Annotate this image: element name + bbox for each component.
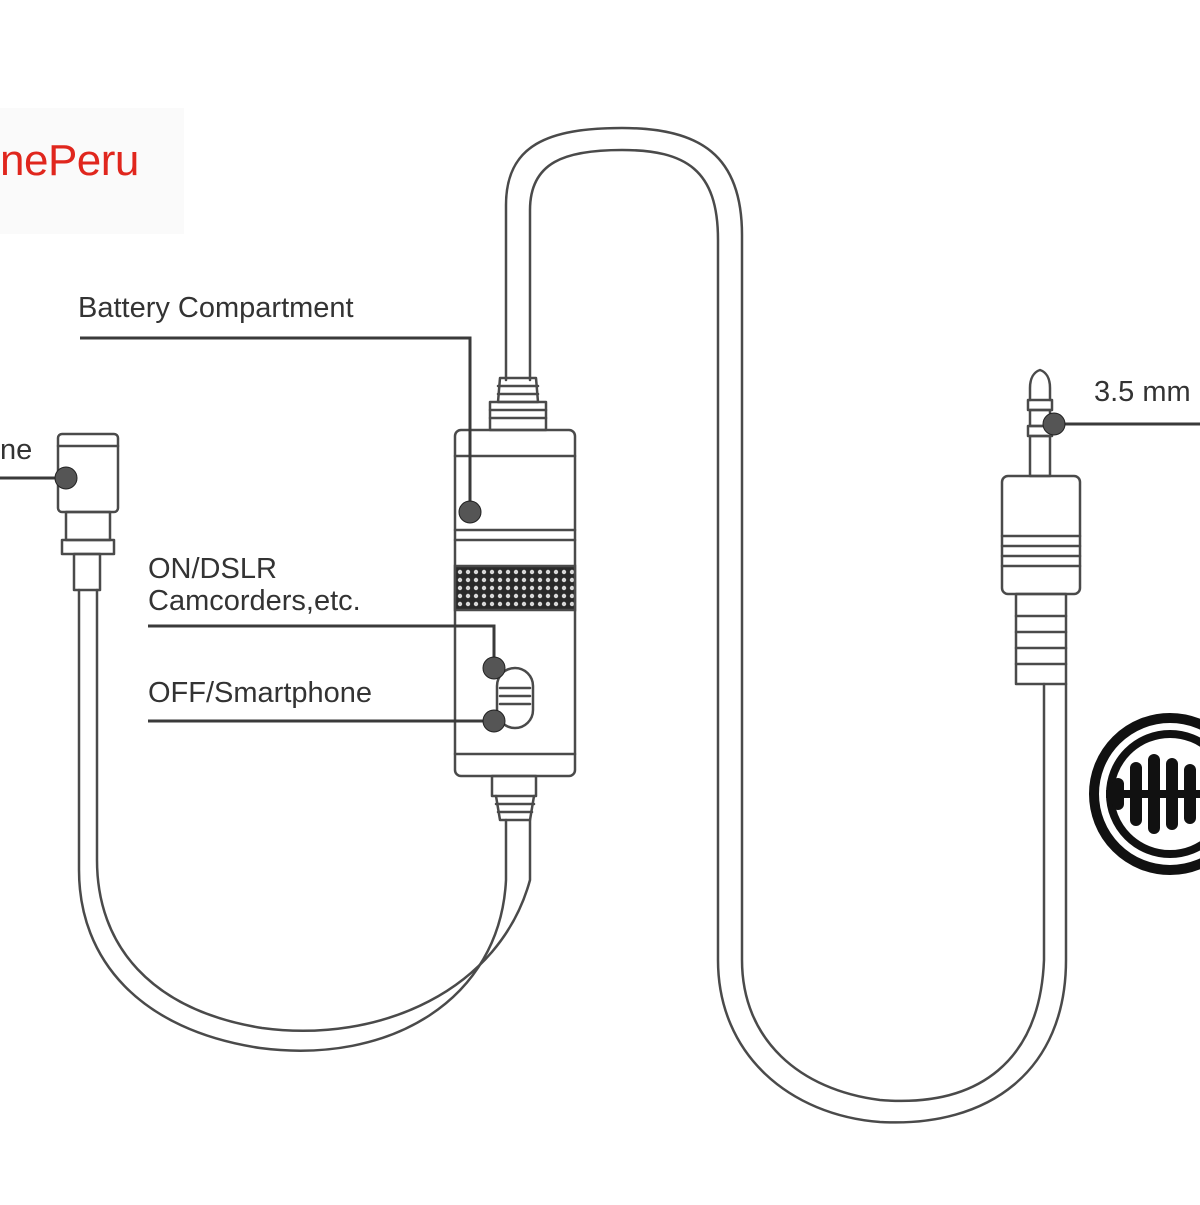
- mic-grille-logo-icon: [1089, 713, 1200, 875]
- label-on-line2: Camcorders,etc.: [148, 585, 361, 618]
- leader-battery: [80, 336, 472, 512]
- label-battery-compartment: Battery Compartment: [78, 292, 354, 324]
- cable-main-inner: [528, 148, 1068, 1124]
- bottom-strain-relief: [490, 774, 538, 822]
- jack-plug-icon: [1000, 368, 1082, 686]
- label-on-line1: ON/DSLR: [148, 553, 277, 585]
- cable-mic-inner-line: [95, 588, 532, 1032]
- dot-on: [482, 656, 506, 680]
- leader-on: [148, 624, 496, 668]
- cable-mic-inner: [97, 590, 484, 1031]
- watermark-text: nePeru: [0, 136, 139, 185]
- dot-mic: [54, 466, 78, 490]
- dot-battery: [458, 500, 482, 524]
- label-off-smartphone: OFF/Smartphone: [148, 677, 373, 709]
- top-strain-relief: [488, 376, 548, 432]
- dot-jack: [1042, 412, 1066, 436]
- cable-mic-outer: [77, 588, 508, 1052]
- watermark-background: [0, 108, 184, 234]
- label-jack: 3.5 mm: [1094, 376, 1191, 408]
- on-off-switch-icon: [495, 666, 535, 730]
- lavalier-mic-icon: [56, 432, 120, 592]
- label-mic: ne: [0, 434, 33, 466]
- knurled-grip: [453, 564, 577, 612]
- cable-main-outer: [504, 126, 1046, 1103]
- dot-off: [482, 709, 506, 733]
- label-on-dslr: ON/DSLR Camcorders,etc.: [148, 553, 361, 618]
